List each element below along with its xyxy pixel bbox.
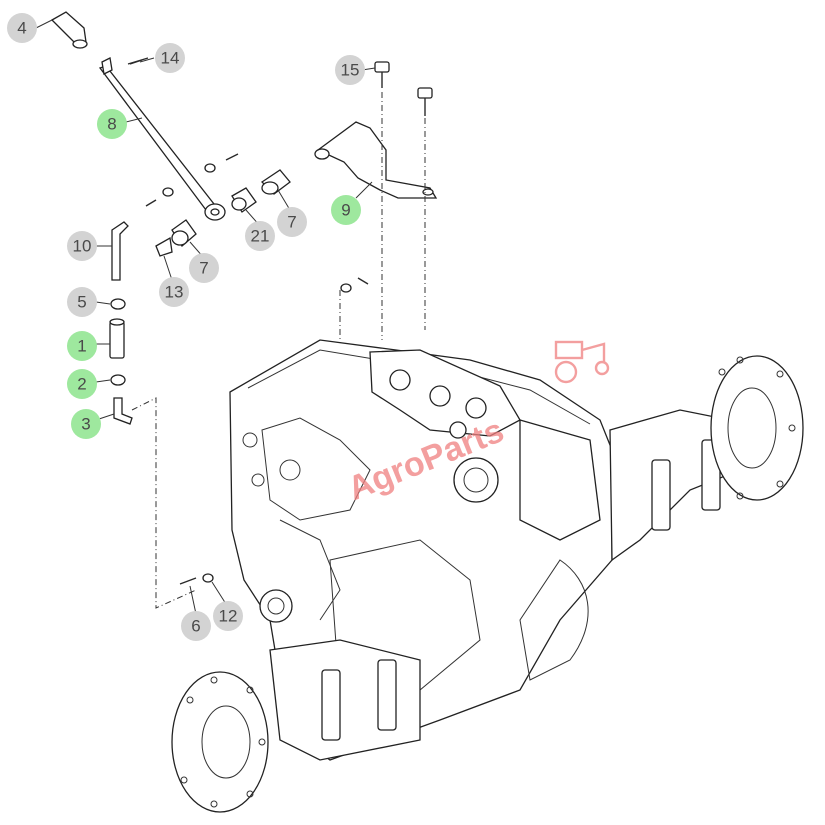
callout-8: 8 — [97, 109, 127, 139]
callout-9: 9 — [331, 195, 361, 225]
callout-label: 4 — [17, 19, 26, 38]
lever-assembly — [50, 11, 433, 425]
callout-badge — [7, 13, 37, 43]
callout-label: 8 — [107, 115, 116, 134]
callout-badge — [181, 611, 211, 641]
callout-10: 10 — [67, 231, 97, 261]
callout-21: 21 — [245, 221, 275, 251]
callout-label: 13 — [165, 283, 184, 302]
callout-label: 6 — [191, 617, 200, 636]
callout-badge — [159, 277, 189, 307]
callout-badge — [67, 331, 97, 361]
callout-badge — [155, 43, 185, 73]
callout-badge — [67, 287, 97, 317]
callout-label: 12 — [219, 607, 238, 626]
callout-label: 7 — [287, 213, 296, 232]
callout-badge — [67, 231, 97, 261]
callout-1: 1 — [67, 331, 97, 361]
callout-13: 13 — [159, 277, 189, 307]
callout-label: 10 — [73, 237, 92, 256]
right-axle-housing — [609, 355, 804, 562]
callout-3: 3 — [71, 409, 101, 439]
callout-14: 14 — [155, 43, 185, 73]
callout-label: 14 — [161, 49, 180, 68]
bracket-9 — [314, 121, 438, 199]
callout-badge — [213, 601, 243, 631]
callout-5: 5 — [67, 287, 97, 317]
callout-badge — [245, 221, 275, 251]
callout-12: 12 — [213, 601, 243, 631]
callout-label: 9 — [341, 201, 350, 220]
callout-badge — [97, 109, 127, 139]
callout-label: 1 — [77, 337, 86, 356]
leader-lines — [35, 19, 376, 615]
callout-7b: 7 — [189, 253, 219, 283]
callout-badge — [277, 207, 307, 237]
callout-label: 5 — [77, 293, 86, 312]
callout-badge — [71, 409, 101, 439]
callout-2: 2 — [67, 369, 97, 399]
callout-15: 15 — [335, 55, 365, 85]
left-axle-housing — [171, 639, 421, 813]
callout-label: 15 — [341, 61, 360, 80]
callout-badge — [335, 55, 365, 85]
callout-4: 4 — [7, 13, 37, 43]
callout-label: 2 — [77, 375, 86, 394]
callout-label: 7 — [199, 259, 208, 278]
callout-label: 21 — [251, 227, 270, 246]
callout-badge — [331, 195, 361, 225]
callout-badge — [67, 369, 97, 399]
callout-badge — [189, 253, 219, 283]
tractor-logo-icon — [554, 340, 610, 384]
callout-7a: 7 — [277, 207, 307, 237]
callout-6: 6 — [181, 611, 211, 641]
pin-and-washer — [179, 277, 369, 585]
callout-label: 3 — [81, 415, 90, 434]
